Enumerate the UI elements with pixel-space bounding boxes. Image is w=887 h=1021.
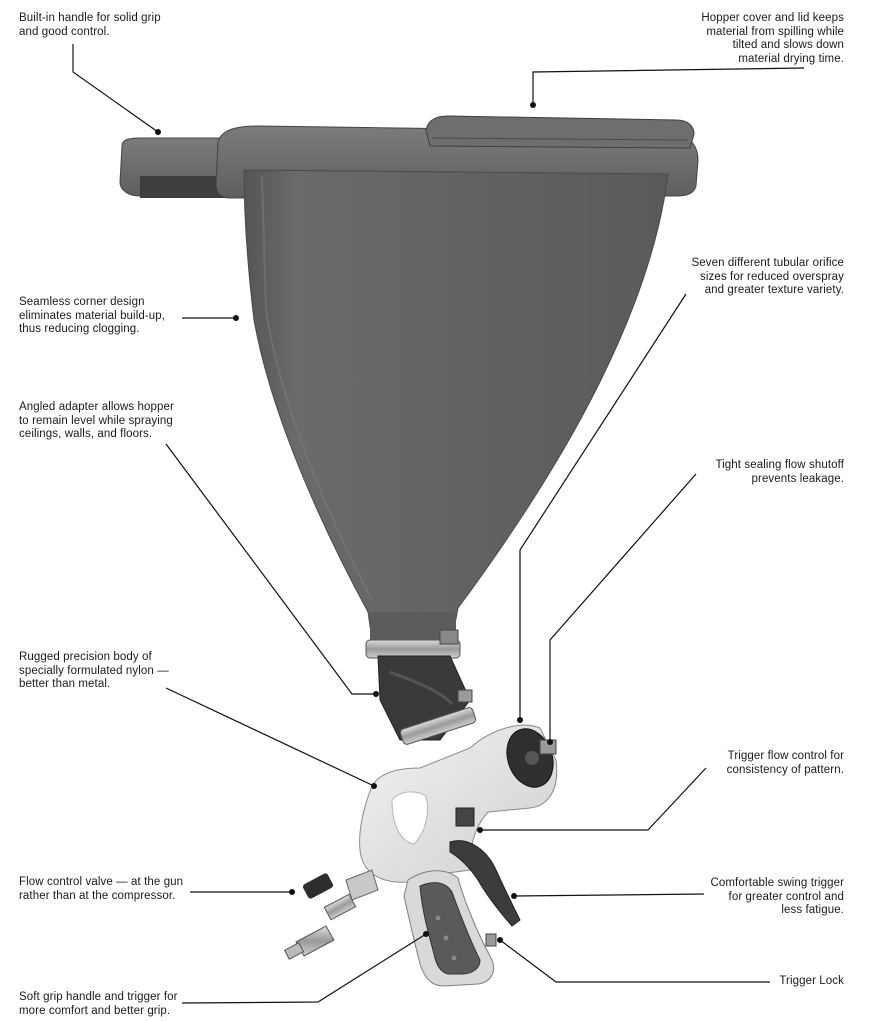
- swing-trigger: [449, 840, 521, 927]
- dot-orifice: [517, 717, 523, 723]
- leader-dots: [155, 102, 553, 943]
- hopper: [119, 115, 699, 659]
- dot-adapter: [373, 691, 379, 697]
- callout-swing: Comfortable swing trigger for greater co…: [710, 877, 844, 916]
- hopper-cone: [243, 169, 669, 641]
- handle-underside: [140, 176, 226, 198]
- angled-adapter: [377, 655, 477, 745]
- dot-trigger-flow: [477, 827, 483, 833]
- callout-adapter: Angled adapter allows hopper to remain l…: [19, 401, 174, 440]
- dot-lock: [497, 937, 503, 943]
- dot-handle: [155, 129, 161, 135]
- callout-valve: Flow control valve — at the gun rather t…: [19, 876, 184, 902]
- callout-handle: Built-in handle for solid grip and good …: [19, 12, 161, 38]
- callout-lock: Trigger Lock: [779, 975, 844, 987]
- callout-body: Rugged precision body of specially formu…: [19, 651, 169, 690]
- dot-grip: [423, 931, 429, 937]
- flow-control-valve: [345, 869, 379, 901]
- dot-swing: [511, 893, 517, 899]
- hopper-lid: [425, 115, 695, 149]
- callout-shutoff: Tight sealing flow shutoff prevents leak…: [715, 459, 844, 485]
- dot-lid: [530, 102, 536, 108]
- callout-grip: Soft grip handle and trigger for more co…: [19, 991, 178, 1017]
- dot-shutoff: [547, 739, 553, 745]
- dot-valve: [289, 889, 295, 895]
- dot-corner: [233, 315, 239, 321]
- callout-trigger-flow: Trigger flow control for consistency of …: [726, 750, 844, 776]
- callout-lid: Hopper cover and lid keeps material from…: [701, 12, 844, 65]
- callout-corner: Seamless corner design eliminates materi…: [19, 296, 166, 335]
- gun-body: [283, 724, 558, 987]
- dot-body: [371, 783, 377, 789]
- callout-orifice: Seven different tubular orifice sizes fo…: [691, 257, 844, 296]
- leader-lines: [72, 44, 805, 1004]
